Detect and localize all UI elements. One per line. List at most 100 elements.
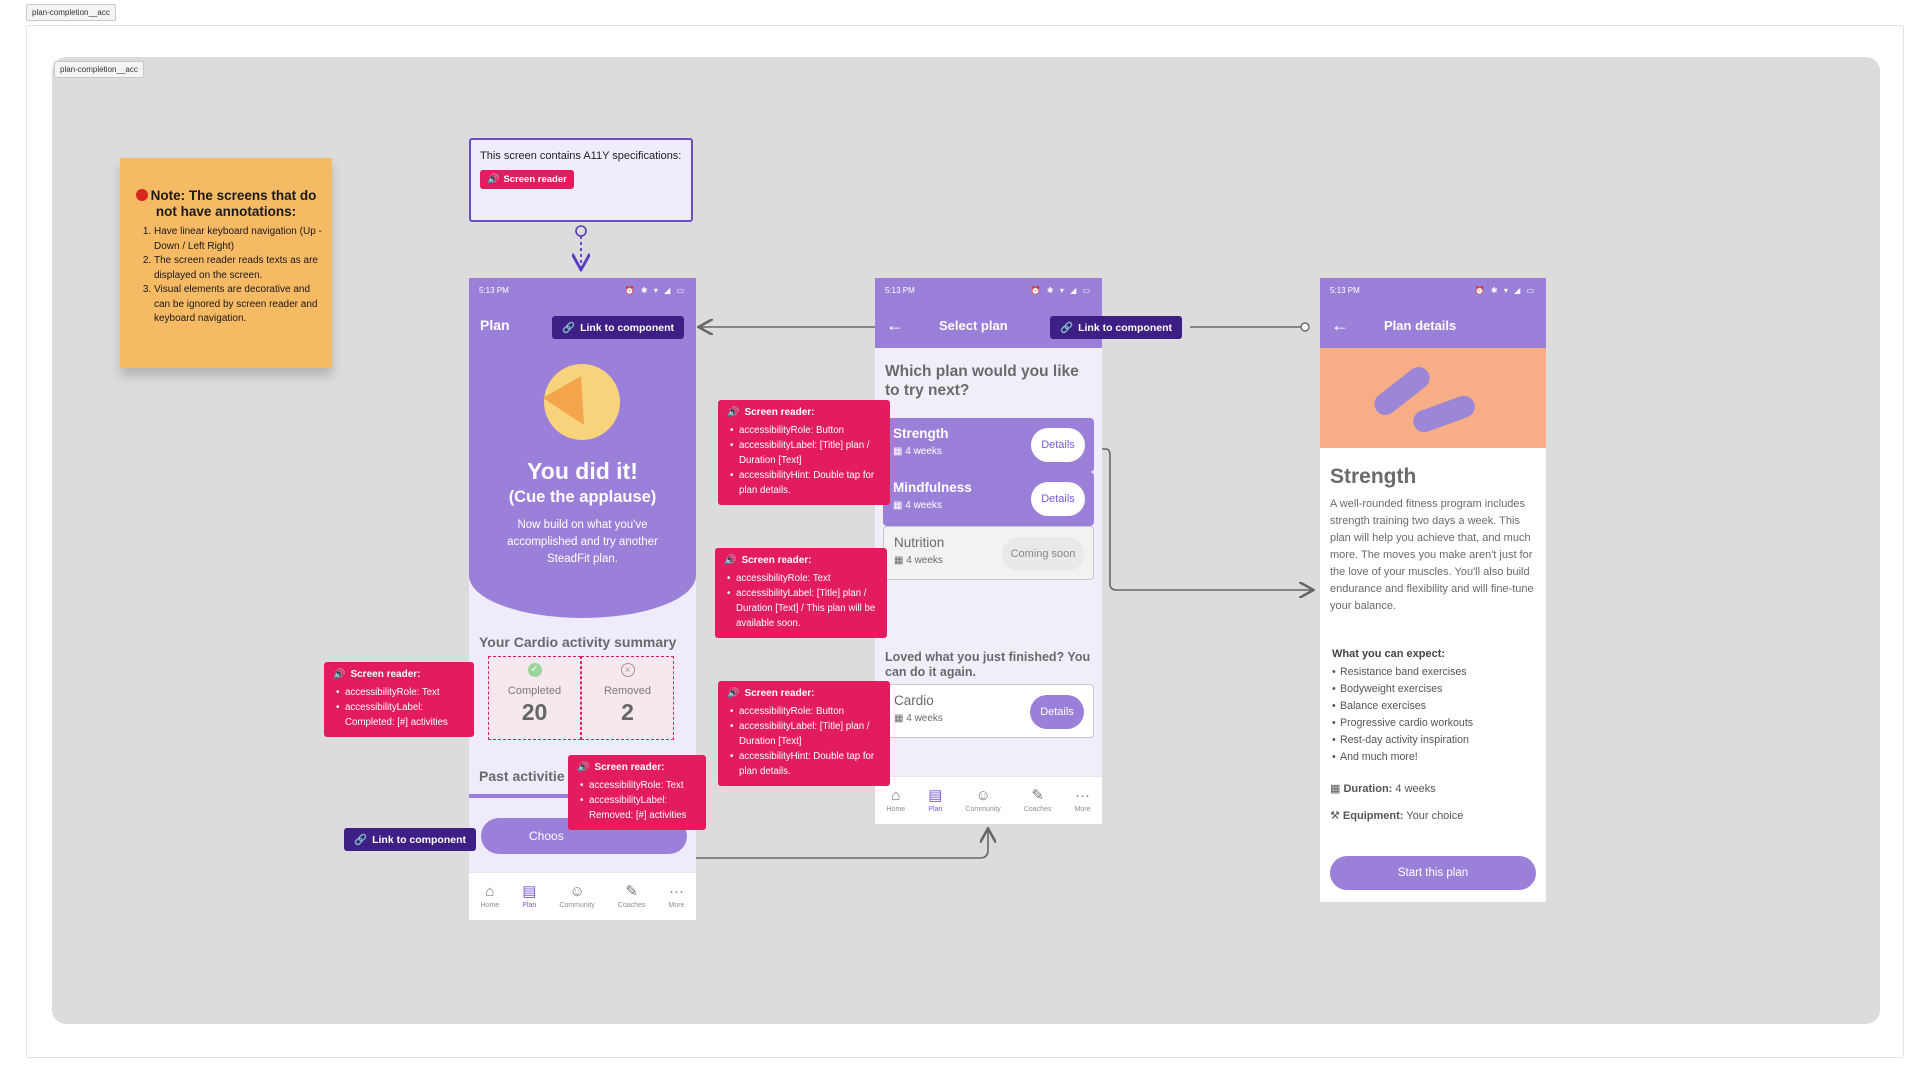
list-item: Resistance band exercises xyxy=(1332,664,1542,681)
nav-community[interactable]: ☺Community xyxy=(559,883,595,909)
completed-label: Completed xyxy=(507,685,562,697)
plan-duration: ▦ 4 weeks xyxy=(893,446,942,457)
annotation-line: accessibilityLabel: [Title] plan / Durat… xyxy=(727,586,878,631)
page-title: Select plan xyxy=(939,317,1008,333)
speaker-icon: 🔊 xyxy=(724,555,737,566)
status-time: 5:13 PM xyxy=(479,285,509,295)
status-icons: ⏰ ✱ ▾ ◢ ▭ xyxy=(624,285,686,295)
annotation-line: accessibilityHint: Double tap for plan d… xyxy=(730,468,881,498)
dumbbell-icon: ⚒ xyxy=(1330,810,1343,822)
annotation-line: accessibilityRole: Button xyxy=(730,423,881,438)
speaker-icon: 🔊 xyxy=(487,174,500,185)
sr-annotation-strength: 🔊Screen reader: accessibilityRole: Butto… xyxy=(718,400,890,505)
plan-duration: ▦ 4 weeks xyxy=(894,555,943,566)
coming-soon-badge: Coming soon xyxy=(1002,537,1084,571)
speaker-icon: 🔊 xyxy=(727,688,740,699)
nav-home[interactable]: ⌂Home xyxy=(886,787,906,813)
summary-title: Your Cardio activity summary xyxy=(479,634,677,650)
removed-label: Removed xyxy=(603,685,652,697)
screen-plan-details: 5:13 PM⏰ ✱ ▾ ◢ ▭ ← Plan details Strength… xyxy=(1320,278,1546,902)
details-button[interactable]: Details xyxy=(1030,695,1084,729)
back-arrow-icon[interactable]: ← xyxy=(1331,314,1349,335)
duration-row: ▦ Duration: 4 weeks xyxy=(1330,783,1436,795)
sr-annotation-cardio: 🔊Screen reader: accessibilityRole: Butto… xyxy=(718,681,890,786)
page-title: Plan details xyxy=(1384,317,1457,333)
list-item: Rest-day activity inspiration xyxy=(1332,732,1542,749)
start-plan-button[interactable]: Start this plan xyxy=(1330,856,1536,890)
annotation-line: accessibilityRole: Text xyxy=(336,685,465,700)
x-circle-icon: × xyxy=(620,663,635,677)
nav-more[interactable]: ···More xyxy=(668,883,685,909)
nav-coaches[interactable]: ✎Coaches xyxy=(1023,787,1052,813)
status-bar: 5:13 PM ⏰ ✱ ▾ ◢ ▭ xyxy=(469,278,696,302)
plan-card-cardio[interactable]: Cardio ▦ 4 weeks Details xyxy=(883,684,1094,738)
link-icon: 🔗 xyxy=(562,322,576,334)
sticky-note-list: Have linear keyboard navigation (Up - Do… xyxy=(130,225,322,327)
plan-name: Mindfulness xyxy=(893,480,972,495)
back-arrow-icon[interactable]: ← xyxy=(886,314,904,335)
sticky-note: Note: The screens that do not have annot… xyxy=(120,158,332,368)
subheadline: (Cue the applause) xyxy=(508,488,657,506)
details-button[interactable]: Details xyxy=(1031,482,1085,516)
plan-heading: Strength xyxy=(1330,465,1417,488)
outer-frame xyxy=(26,25,1904,1058)
bottom-nav: ⌂Home ▤Plan ☺Community ✎Coaches ···More xyxy=(875,776,1102,824)
plan-card-strength[interactable]: Strength ▦ 4 weeks Details xyxy=(883,418,1094,472)
nav-plan[interactable]: ▤Plan xyxy=(522,883,537,909)
status-icons: ⏰ ✱ ▾ ◢ ▭ xyxy=(1030,285,1092,295)
plan-name: Strength xyxy=(893,426,949,441)
details-button[interactable]: Details xyxy=(1031,428,1085,462)
nav-more[interactable]: ···More xyxy=(1074,787,1091,813)
nav-bar: ← Plan details xyxy=(1320,302,1546,348)
nav-coaches[interactable]: ✎Coaches xyxy=(617,883,646,909)
coaches-icon: ✎ xyxy=(625,883,638,900)
nav-plan[interactable]: ▤Plan xyxy=(928,787,943,813)
annotation-line: accessibilityLabel: [Title] plan / Durat… xyxy=(730,438,881,468)
sticky-note-item: The screen reader reads texts as are dis… xyxy=(154,254,322,283)
plan-card-mindfulness[interactable]: Mindfulness ▦ 4 weeks Details xyxy=(883,472,1094,526)
link-to-component-choose[interactable]: 🔗Link to component xyxy=(344,828,476,851)
status-time: 5:13 PM xyxy=(885,285,915,295)
nav-community[interactable]: ☺Community xyxy=(965,787,1001,813)
nav-bar: ← Select plan xyxy=(875,302,1102,348)
link-to-component-screen1[interactable]: 🔗Link to component xyxy=(552,316,684,339)
calendar-icon: ▦ xyxy=(893,446,906,457)
community-icon: ☺ xyxy=(975,787,991,804)
speaker-icon: 🔊 xyxy=(727,407,740,418)
link-to-component-screen2[interactable]: 🔗Link to component xyxy=(1050,316,1182,339)
annotation-line: accessibilityRole: Text xyxy=(580,778,697,793)
headline: You did it! xyxy=(527,458,638,484)
sr-annotation-removed: 🔊Screen reader: accessibilityRole: Text … xyxy=(568,755,706,830)
plan-duration: ▦ 4 weeks xyxy=(894,713,943,724)
calendar-icon: ▦ xyxy=(894,713,907,724)
screen-select-plan: 5:13 PM ⏰ ✱ ▾ ◢ ▭ ← Select plan Which pla… xyxy=(875,278,1102,824)
more-icon: ··· xyxy=(668,883,684,900)
home-icon: ⌂ xyxy=(891,787,901,804)
annotation-line: accessibilityLabel: [Title] plan / Durat… xyxy=(730,719,881,749)
list-item: Balance exercises xyxy=(1332,698,1542,715)
sticky-note-item: Visual elements are decorative and can b… xyxy=(154,283,322,327)
expect-title: What you can expect: xyxy=(1332,648,1446,660)
calendar-icon: ▦ xyxy=(1330,783,1344,795)
coaches-icon: ✎ xyxy=(1031,787,1044,804)
hero-body: Now build on what you've accomplished an… xyxy=(507,519,658,565)
annotation-line: accessibilityLabel: Completed: [#] activ… xyxy=(336,700,465,730)
sr-annotation-nutrition: 🔊Screen reader: accessibilityRole: Text … xyxy=(715,548,887,638)
plan-card-nutrition: Nutrition ▦ 4 weeks Coming soon xyxy=(883,526,1094,580)
plan-name: Cardio xyxy=(894,693,934,708)
annotation-line: accessibilityRole: Button xyxy=(730,704,881,719)
completed-stat: ✓ Completed 20 xyxy=(488,656,581,740)
plan-question: Which plan would you like to try next? xyxy=(885,363,1079,399)
nav-home[interactable]: ⌂Home xyxy=(480,883,500,909)
completed-value: 20 xyxy=(521,699,548,725)
a11y-spec-note: This screen contains A11Y specifications… xyxy=(469,138,693,222)
screen-reader-chip: 🔊Screen reader xyxy=(480,170,574,189)
list-item: And much more! xyxy=(1332,749,1542,766)
home-icon: ⌂ xyxy=(485,883,495,900)
annotation-line: accessibilityRole: Text xyxy=(727,571,878,586)
sticky-note-item: Have linear keyboard navigation (Up - Do… xyxy=(154,225,322,254)
status-icons: ⏰ ✱ ▾ ◢ ▭ xyxy=(1474,285,1536,295)
inner-frame-label: plan-completion__acc xyxy=(54,61,144,78)
a11y-note-text: This screen contains A11Y specifications… xyxy=(480,150,682,162)
sr-annotation-completed: 🔊Screen reader: accessibilityRole: Text … xyxy=(324,662,474,737)
